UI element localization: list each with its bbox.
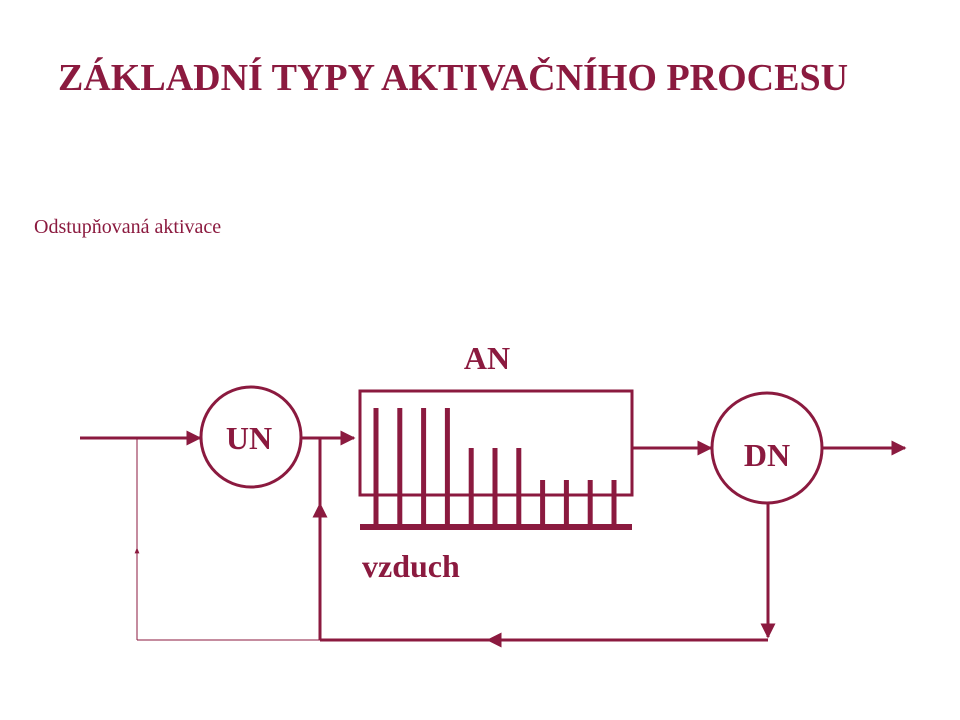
air-supply-label: vzduch [362,548,460,584]
primary-clarifier-label: UN [226,420,272,456]
secondary-clarifier-label: DN [744,437,790,473]
aeration-tank-label: AN [464,340,510,376]
slide-subtitle: Odstupňovaná aktivace [34,216,222,238]
aeration-bars [373,408,617,527]
slide-title: ZÁKLADNÍ TYPY AKTIVAČNÍHO PROCESU [58,57,849,99]
